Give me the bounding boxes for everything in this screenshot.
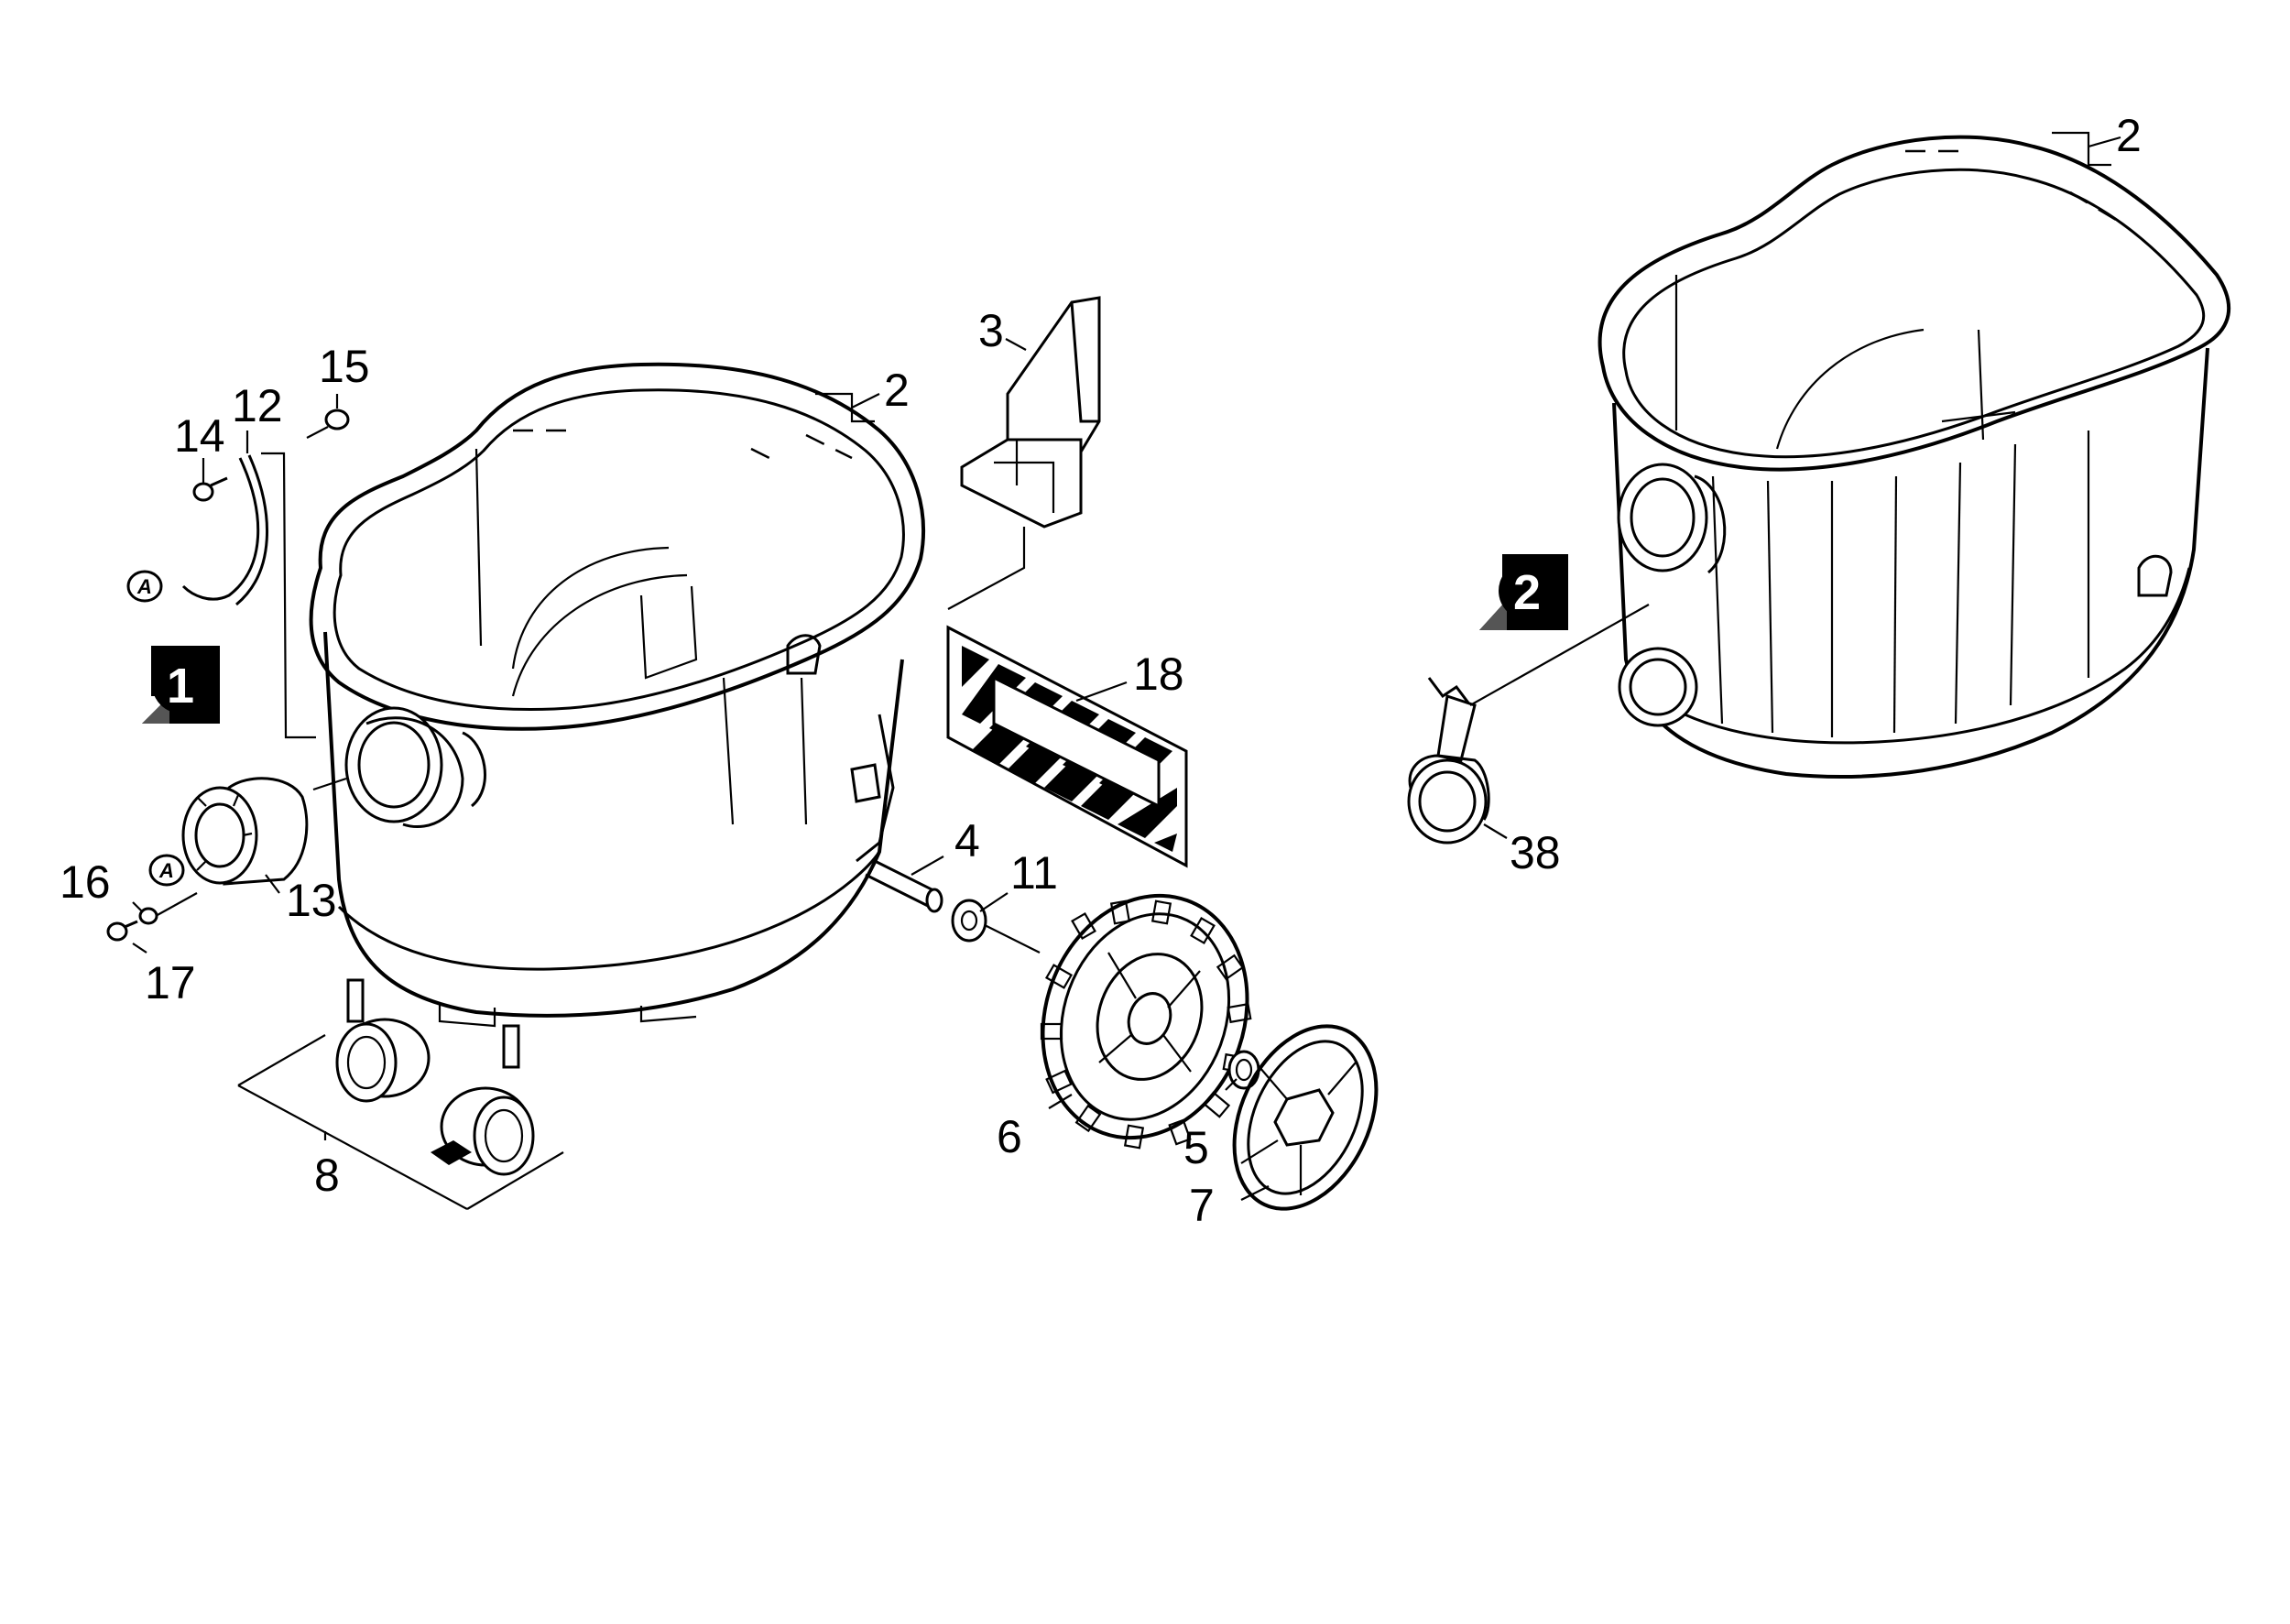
part-label-2-left: 2 [884, 365, 910, 416]
part-label-13: 13 [286, 875, 337, 926]
variant-marker-2-text: 2 [1513, 565, 1541, 620]
part-label-11: 11 [1010, 847, 1058, 899]
part-11-spacer [951, 899, 987, 943]
part-label-12: 12 [232, 380, 283, 431]
reference-mark-a-lower: A [148, 854, 185, 887]
container-body-right [1598, 135, 2230, 779]
variant-marker-1-text: 1 [167, 659, 194, 714]
reference-mark-a-lower-text: A [158, 859, 174, 882]
variant-marker-2: 2 [1479, 554, 1568, 630]
container-body-left [309, 362, 925, 1028]
part-4-axle [865, 859, 943, 913]
part-label-15: 15 [319, 341, 370, 392]
part-17-screw [106, 920, 138, 942]
part-16-washer [138, 907, 158, 925]
part-label-2-right: 2 [2116, 110, 2142, 161]
part-3-bracket [960, 296, 1101, 529]
part-label-8: 8 [314, 1150, 340, 1201]
variant-marker-1: 1 [142, 646, 220, 724]
part-13-inlet-socket [181, 777, 309, 886]
part-label-16: 16 [60, 856, 111, 908]
part-8-castors [237, 978, 564, 1210]
part-6-wheel [1040, 893, 1252, 1150]
part-38-adapter [1407, 677, 1490, 845]
part-7-hubcap [1232, 1024, 1379, 1211]
part-label-17: 17 [145, 957, 196, 1008]
part-label-3: 3 [978, 305, 1004, 356]
part-14-screw [192, 476, 228, 502]
part-15-nut [324, 409, 350, 431]
part-label-5: 5 [1183, 1122, 1209, 1173]
part-label-14: 14 [174, 410, 225, 462]
part-18-hazard-label [946, 625, 1188, 868]
part-label-6: 6 [997, 1111, 1022, 1162]
part-12-hose-bracket [181, 454, 268, 606]
part-label-7: 7 [1189, 1180, 1215, 1231]
part-label-18: 18 [1133, 649, 1184, 700]
reference-mark-a-upper: A [126, 570, 163, 603]
leader-lines [132, 131, 2121, 1201]
part-label-4: 4 [954, 815, 980, 866]
reference-mark-a-upper-text: A [136, 575, 152, 598]
part-label-38: 38 [1510, 827, 1561, 878]
